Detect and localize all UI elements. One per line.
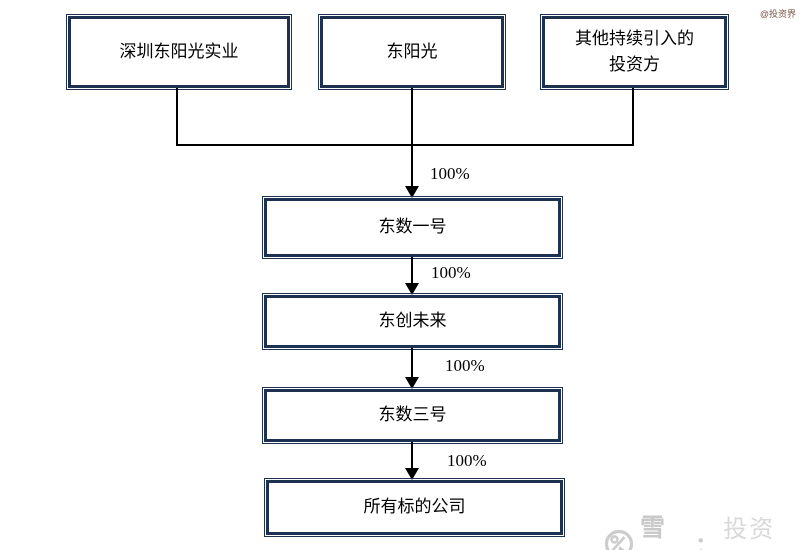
arrowhead-icon — [405, 468, 419, 480]
connector-edge-3 — [411, 348, 413, 377]
box-label-line1: 其他持续引入的 — [575, 28, 694, 48]
watermark-suffix: 投资界 — [723, 516, 776, 543]
edge-label-3: 100% — [445, 356, 485, 375]
connector-left-drop — [176, 88, 178, 145]
box-label: 东创未来 — [378, 311, 447, 331]
box-dongchuang-weilai: 东创未来 — [262, 293, 563, 350]
box-label: 东数一号 — [378, 217, 447, 237]
connector-edge-2 — [411, 257, 413, 283]
box-label: 东阳光 — [386, 41, 438, 61]
watermark-pedaily: @投资界 — [760, 7, 796, 20]
arrowhead-icon — [405, 283, 419, 295]
watermark-brand: 雪球 — [640, 514, 666, 542]
xueqiu-snowball-icon — [604, 529, 634, 550]
edge-label-2: 100% — [431, 263, 471, 282]
watermark-xueqiu: 雪球 ： 投资界 — [604, 508, 800, 550]
arrowhead-icon — [405, 377, 419, 389]
box-target-companies: 所有标的公司 — [264, 478, 565, 537]
edge-label-1: 100% — [430, 164, 470, 183]
box-label-line2: 投资方 — [609, 55, 660, 74]
connector-center-drop — [411, 88, 413, 187]
watermark-top-text: @投资界 — [759, 9, 796, 19]
box-shenzhen-dongyangguang: 深圳东阳光实业 — [66, 14, 292, 90]
box-other-investors: 其他持续引入的 投资方 — [540, 14, 729, 90]
connector-edge-4 — [411, 442, 413, 468]
connector-bus — [176, 144, 634, 146]
arrowhead-icon — [405, 186, 419, 198]
box-dongshu-yihao: 东数一号 — [262, 196, 563, 259]
box-label: 所有标的公司 — [363, 497, 466, 517]
box-label: 深圳东阳光实业 — [119, 41, 239, 61]
box-dongshu-sanhao: 东数三号 — [262, 387, 563, 444]
connector-right-drop — [632, 88, 634, 145]
watermark-separator: ： — [695, 533, 718, 550]
edge-label-4: 100% — [447, 451, 487, 470]
box-dongyangguang: 东阳光 — [318, 14, 506, 90]
box-label: 东数三号 — [378, 405, 447, 425]
